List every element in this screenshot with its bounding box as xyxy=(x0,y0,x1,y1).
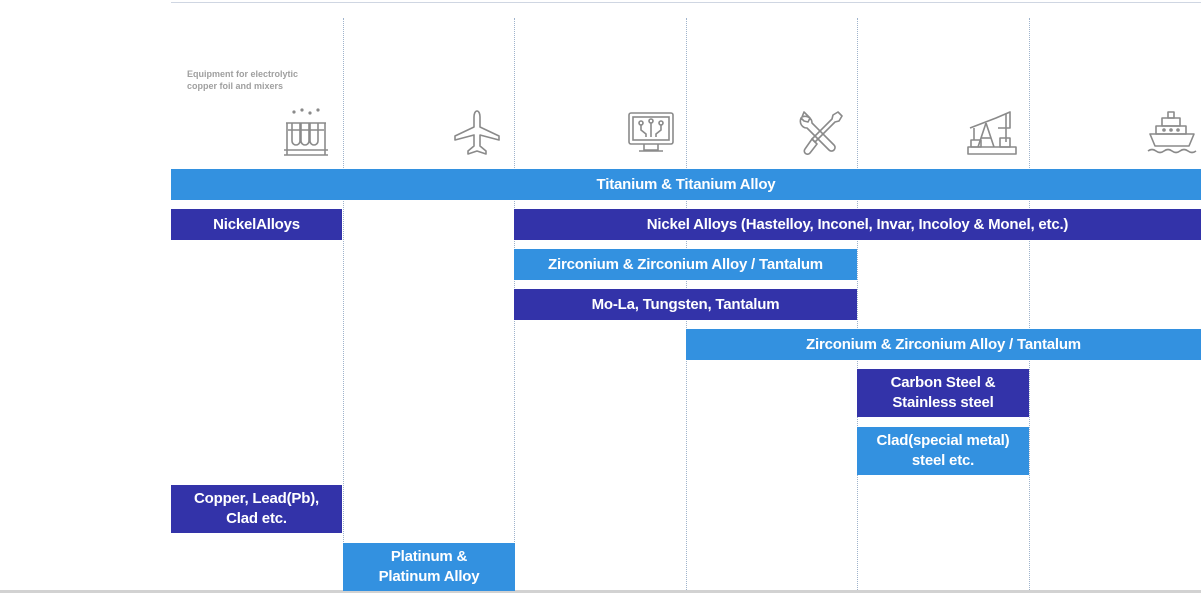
bar-zirconium-2-label: Zirconium & Zirconium Alloy / Tantalum xyxy=(806,335,1081,353)
column-divider xyxy=(1029,18,1030,590)
bar-carbon-steel: Carbon Steel & Stainless steel xyxy=(857,369,1029,417)
bar-copper-lead: Copper, Lead(Pb), Clad etc. xyxy=(171,485,342,533)
bar-nickel-long-label: Nickel Alloys (Hastelloy, Inconel, Invar… xyxy=(646,215,1069,233)
bottom-divider xyxy=(0,590,1201,593)
airplane-icon xyxy=(454,110,500,155)
bar-clad-special-line1: Clad(special metal) xyxy=(876,432,1010,449)
bar-mo-la: Mo-La, Tungsten, Tantalum xyxy=(514,289,857,320)
bar-clad-special-line2: steel etc. xyxy=(911,452,975,469)
test-tubes-icon xyxy=(284,108,328,156)
circuit-monitor-icon xyxy=(628,112,674,152)
bar-nickel-long: Nickel Alloys (Hastelloy, Inconel, Invar… xyxy=(514,209,1201,240)
bar-titanium-label: Titanium & Titanium Alloy xyxy=(596,175,776,193)
bar-nickel-short-label: NickelAlloys xyxy=(213,215,300,233)
bar-copper-lead-line1: Copper, Lead(Pb), xyxy=(194,490,319,507)
bar-zirconium-2: Zirconium & Zirconium Alloy / Tantalum xyxy=(686,329,1201,360)
top-divider xyxy=(171,2,1201,3)
ship-icon xyxy=(1147,111,1197,154)
bar-zirconium-1: Zirconium & Zirconium Alloy / Tantalum xyxy=(514,249,857,280)
bar-copper-lead-line2: Clad etc. xyxy=(226,510,287,527)
bar-mo-la-label: Mo-La, Tungsten, Tantalum xyxy=(591,295,780,313)
column-divider xyxy=(343,18,344,590)
header-note: Equipment for electrolytic copper foil a… xyxy=(187,69,299,91)
bar-carbon-steel-line1: Carbon Steel & xyxy=(890,374,996,391)
bar-titanium: Titanium & Titanium Alloy xyxy=(171,169,1201,200)
bar-clad-special: Clad(special metal) steel etc. xyxy=(857,427,1029,475)
bar-zirconium-1-label: Zirconium & Zirconium Alloy / Tantalum xyxy=(548,255,823,273)
bar-platinum: Platinum & Platinum Alloy xyxy=(343,543,515,591)
bar-platinum-line1: Platinum & xyxy=(390,548,468,565)
bar-carbon-steel-line2: Stainless steel xyxy=(892,394,994,411)
bar-nickel-short: NickelAlloys xyxy=(171,209,342,240)
bar-platinum-line2: Platinum Alloy xyxy=(378,568,480,585)
oil-pump-icon xyxy=(967,111,1017,155)
column-divider xyxy=(857,18,858,590)
tools-icon xyxy=(799,111,843,155)
